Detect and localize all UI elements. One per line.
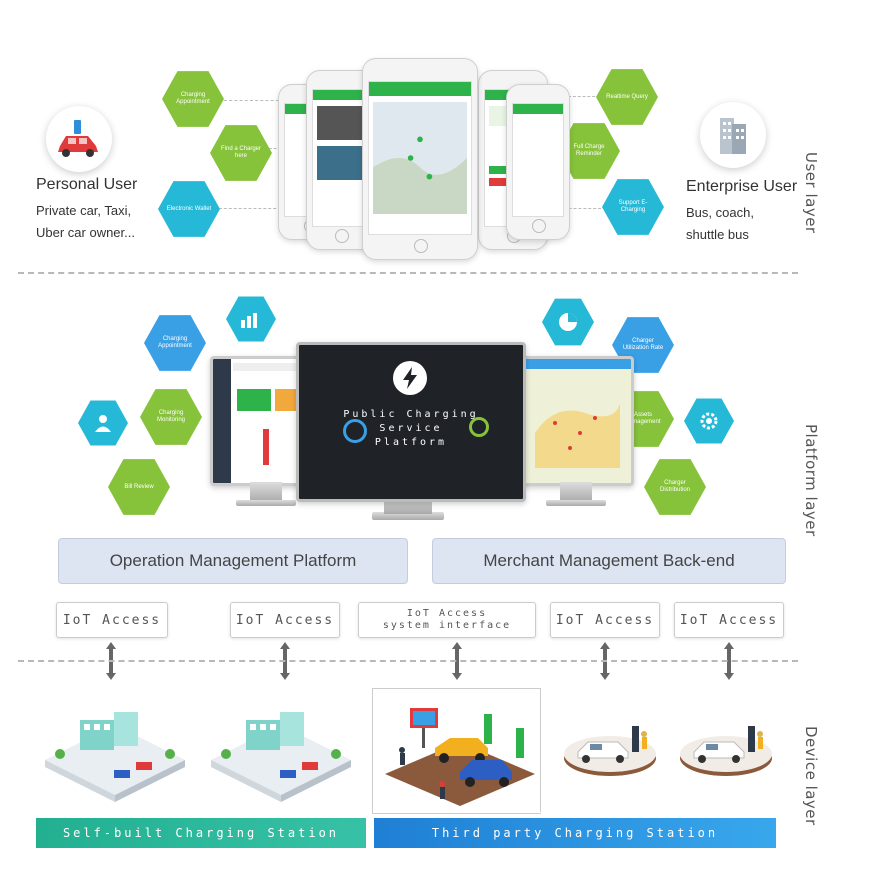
iot-system-interface-label: system interface <box>382 620 512 631</box>
iot-access-3: IoT Access system interface <box>358 602 536 638</box>
building-icon <box>700 102 766 168</box>
phone-center <box>362 58 478 260</box>
gauge-icon <box>469 417 489 437</box>
layer-divider <box>18 660 798 662</box>
connector-line <box>214 208 286 209</box>
layer-divider <box>18 272 798 274</box>
monitor-center-base <box>372 512 444 520</box>
operation-management-platform: Operation Management Platform <box>58 538 408 584</box>
third-party-station-illustration <box>385 708 535 806</box>
car-charging-pad-illustration <box>680 726 772 776</box>
hex-charging-appointment: Charging Appointment <box>162 71 224 127</box>
central-screen-line3: Platform <box>374 437 448 448</box>
hex-support-echarging: Support E-Charging <box>602 179 664 235</box>
enterprise-user-line2: shuttle bus <box>686 227 749 242</box>
platform-layer-label: Platform layer <box>802 424 820 537</box>
personal-user-line1: Private car, Taxi, <box>36 203 132 218</box>
iot-access-label: IoT Access <box>406 608 488 619</box>
central-screen-line1: Public Charging <box>343 409 479 420</box>
iot-access-label: IoT Access <box>62 612 162 628</box>
third-party-banner: Third party Charging Station <box>374 818 776 848</box>
charging-station-illustration <box>211 712 351 802</box>
device-layer-label: Device layer <box>802 726 820 826</box>
monitor-center: Public Charging Service Platform <box>296 342 526 502</box>
merchant-management-backend: Merchant Management Back-end <box>432 538 786 584</box>
third-party-frame-edge <box>540 688 541 812</box>
personal-user-title: Personal User <box>36 176 138 193</box>
connector-line <box>544 96 600 97</box>
iot-access-label: IoT Access <box>679 612 779 628</box>
hex-platform-charging-appointment: Charging Appointment <box>144 315 206 371</box>
monitor-right-stand <box>560 482 592 502</box>
connector-line <box>224 100 284 101</box>
iot-access-2: IoT Access <box>230 602 340 638</box>
iot-access-1: IoT Access <box>56 602 168 638</box>
charging-station-illustration <box>45 712 185 802</box>
chart-icon <box>226 296 276 342</box>
iot-access-label: IoT Access <box>555 612 655 628</box>
monitor-left-base <box>236 500 296 506</box>
hex-charging-monitoring: Charging Monitoring <box>140 389 202 445</box>
car-icon <box>46 106 112 172</box>
car-charging-pad-illustration <box>564 726 656 776</box>
user-layer-label: User layer <box>802 152 820 234</box>
self-built-banner: Self-built Charging Station <box>36 818 366 848</box>
gauge-icon <box>343 419 367 443</box>
personal-user-line2: Uber car owner... <box>36 225 135 240</box>
hex-charger-distribution: Charger Distribution <box>644 459 706 515</box>
central-screen-line2: Service <box>379 423 443 434</box>
monitor-right-base <box>546 500 606 506</box>
hex-electronic-wallet: Electronic Wallet <box>158 181 220 237</box>
lightning-icon <box>393 361 427 395</box>
enterprise-user-title: Enterprise User <box>686 178 798 195</box>
connector-line <box>544 208 606 209</box>
enterprise-user-line1: Bus, coach, <box>686 205 754 220</box>
connector-line <box>264 148 286 149</box>
hex-find-charger: Find a Charger here <box>210 125 272 181</box>
hex-realtime-query: Realtime Query <box>596 69 658 125</box>
monitor-right <box>518 356 634 486</box>
iot-access-5: IoT Access <box>674 602 784 638</box>
monitor-left-stand <box>250 482 282 502</box>
pie-chart-icon <box>542 298 594 346</box>
hex-bill-review: Bill Review <box>108 459 170 515</box>
gear-icon <box>684 398 734 444</box>
third-party-frame <box>372 688 541 814</box>
user-icon <box>78 400 128 446</box>
iot-access-label: IoT Access <box>235 612 335 628</box>
phone-far-right <box>506 84 570 240</box>
iot-access-4: IoT Access <box>550 602 660 638</box>
